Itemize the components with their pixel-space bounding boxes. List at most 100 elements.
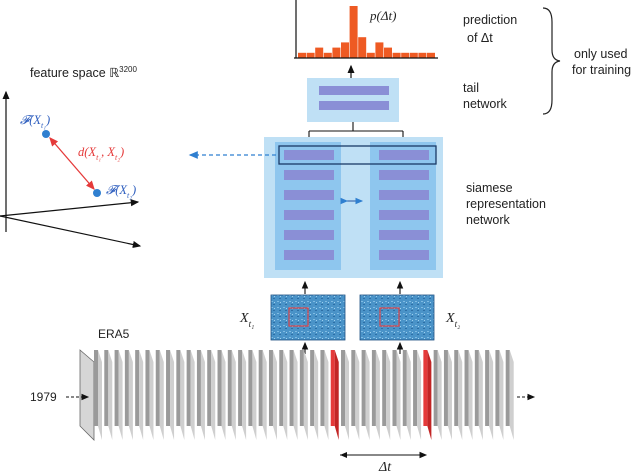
era5-slice bbox=[258, 350, 263, 426]
era5-slice bbox=[207, 350, 212, 426]
era5-slice-side bbox=[128, 350, 133, 440]
histogram-bar bbox=[366, 52, 375, 58]
feature-t1-label: 𝓕(Xt₁) bbox=[20, 113, 50, 130]
distance-arrow bbox=[49, 137, 95, 190]
era5-slice bbox=[217, 350, 222, 426]
histogram-bar bbox=[409, 52, 418, 58]
input-image-t1 bbox=[270, 294, 346, 341]
era5-slice bbox=[485, 350, 490, 426]
era5-slice-side bbox=[437, 350, 442, 440]
era5-slice bbox=[268, 350, 273, 426]
era5-slice bbox=[114, 350, 119, 426]
era5-label: ERA5 bbox=[98, 327, 130, 341]
histogram-bar bbox=[298, 52, 306, 58]
era5-slice bbox=[474, 350, 479, 426]
layer-bar bbox=[379, 150, 429, 160]
left-branch-layers bbox=[284, 150, 334, 260]
era5-slice bbox=[341, 350, 346, 426]
siamese-network-label: network bbox=[466, 213, 511, 227]
histogram-bar bbox=[332, 47, 341, 58]
era5-slice-side bbox=[427, 350, 432, 440]
layer-bar bbox=[379, 190, 429, 200]
era5-slice-side bbox=[314, 350, 319, 440]
era5-slice-side bbox=[283, 350, 288, 440]
tail-label: tail bbox=[463, 81, 479, 95]
era5-slice-side bbox=[242, 350, 247, 440]
histogram-bar bbox=[306, 52, 315, 58]
tail-network bbox=[307, 78, 399, 122]
era5-slice-side bbox=[139, 350, 144, 440]
histogram-bar bbox=[418, 52, 427, 58]
histogram-bars bbox=[298, 6, 435, 58]
prediction-label: prediction bbox=[463, 13, 517, 27]
era5-slice bbox=[135, 350, 140, 426]
era5-slice-side bbox=[478, 350, 483, 440]
x-t1-label: Xt₁ bbox=[239, 311, 254, 329]
era5-slice-side bbox=[262, 350, 267, 440]
feature-point-t1 bbox=[42, 130, 50, 138]
era5-slice-side bbox=[489, 350, 494, 440]
era5-slice-side bbox=[447, 350, 452, 440]
right-branch-layers bbox=[379, 150, 429, 260]
era5-slice-side bbox=[180, 350, 185, 440]
histogram-bar bbox=[401, 52, 410, 58]
era5-slice bbox=[124, 350, 129, 426]
era5-slice bbox=[454, 350, 459, 426]
histogram-bar bbox=[384, 47, 392, 58]
era5-slice bbox=[361, 350, 366, 426]
era5-slice-side bbox=[149, 350, 154, 440]
era5-slice-side bbox=[386, 350, 391, 440]
layer-bar bbox=[379, 250, 429, 260]
era5-slice bbox=[279, 350, 284, 426]
era5-slice bbox=[310, 350, 315, 426]
histogram-bar bbox=[323, 52, 332, 58]
histogram-bar bbox=[358, 37, 367, 58]
era5-slice bbox=[443, 350, 448, 426]
era5-slice-side bbox=[396, 350, 401, 440]
era5-slice bbox=[413, 350, 418, 426]
era5-slice bbox=[299, 350, 304, 426]
era5-slice-side bbox=[458, 350, 463, 440]
era5-slice-side bbox=[468, 350, 473, 440]
era5-slice bbox=[402, 350, 407, 426]
layer-bar bbox=[284, 150, 334, 160]
era5-slice bbox=[371, 350, 376, 426]
dt-left-head bbox=[340, 452, 347, 458]
of-dt-label: of Δt bbox=[467, 31, 493, 45]
era5-slice-side bbox=[355, 350, 360, 440]
era5-slice bbox=[196, 350, 201, 426]
layer-bar bbox=[284, 190, 334, 200]
era5-slice-side bbox=[406, 350, 411, 440]
axis-depth bbox=[0, 215, 142, 249]
era5-slice-side bbox=[365, 350, 370, 440]
era5-slice-side bbox=[334, 350, 339, 440]
era5-slice bbox=[186, 350, 191, 426]
era5-slice-side bbox=[118, 350, 123, 440]
feature-t2-label: 𝓕(Xt₂) bbox=[106, 183, 136, 200]
era5-slice-stack bbox=[79, 349, 514, 441]
era5-slice bbox=[238, 350, 243, 426]
histogram-title: p(Δt) bbox=[369, 8, 396, 23]
tail-network-label: network bbox=[463, 97, 508, 111]
era5-slice bbox=[176, 350, 181, 426]
era5-slice-side bbox=[170, 350, 175, 440]
era5-slice-side bbox=[272, 350, 277, 440]
era5-slice bbox=[227, 350, 232, 426]
era5-slice bbox=[289, 350, 294, 426]
histogram: p(Δt) bbox=[294, 0, 438, 59]
era5-front-face bbox=[79, 349, 95, 441]
siamese-network bbox=[264, 137, 443, 278]
layer-bar bbox=[284, 230, 334, 240]
era5-slice bbox=[433, 350, 438, 426]
era5-selected-slice bbox=[423, 350, 428, 426]
x-t2-label: Xt₂ bbox=[445, 311, 460, 329]
era5-slice-side bbox=[375, 350, 380, 440]
input-image-t2 bbox=[359, 294, 435, 341]
era5-slice bbox=[495, 350, 500, 426]
histogram-bar bbox=[392, 52, 401, 58]
layer-bar bbox=[284, 250, 334, 260]
layer-bar bbox=[284, 170, 334, 180]
feature-space-plot: feature space ℝ3200 𝓕(Xt₁) 𝓕(Xt₂) d(Xt₁,… bbox=[0, 65, 142, 249]
era5-slice bbox=[464, 350, 469, 426]
